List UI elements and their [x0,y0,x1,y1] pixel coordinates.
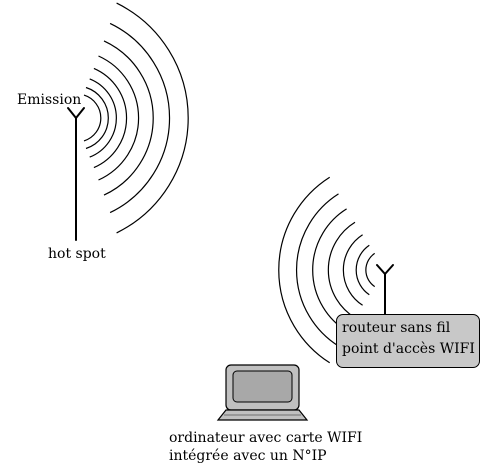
router-label-line1: routeur sans fil [342,320,451,336]
router-label-box: routeur sans fil point d'accès WIFI [336,314,480,368]
hotspot-wave-8 [116,2,189,234]
router-antenna-prong-left [376,264,386,275]
router-wave-7 [278,176,331,364]
computer-label: ordinateur avec carte WIFI intégrée avec… [169,429,362,465]
hotspot-wave-6 [103,40,154,196]
router-radio-waves [278,176,376,364]
emission-label: Emission [17,92,82,108]
computer-label-line1: ordinateur avec carte WIFI [169,430,363,446]
hotspot-radio-waves [83,2,189,234]
laptop-computer-icon [216,364,309,421]
router-wave-3 [342,234,363,306]
computer-label-line2: intégrée avec un N°IP [169,448,327,464]
computer-screen [232,370,293,403]
hotspot-antenna-icon [67,107,85,241]
router-wave-5 [312,208,347,332]
hotspot-wave-3 [89,78,117,158]
hotspot-wave-1 [83,94,102,142]
router-label-line2: point d'accès WIFI [342,341,475,357]
hotspot-label: hot spot [48,246,106,262]
router-antenna-icon [376,264,394,315]
router-wave-6 [296,193,339,347]
hotspot-wave-4 [93,67,128,169]
router-antenna-prong-right [384,264,394,275]
router-wave-1 [365,252,376,288]
hotspot-wave-2 [85,86,109,150]
hotspot-wave-7 [109,22,171,214]
hotspot-wave-5 [98,55,140,181]
hotspot-antenna-prong-left [67,107,77,119]
hotspot-antenna-prong-right [75,107,85,119]
router-wave-2 [355,244,370,296]
router-wave-4 [327,221,356,319]
